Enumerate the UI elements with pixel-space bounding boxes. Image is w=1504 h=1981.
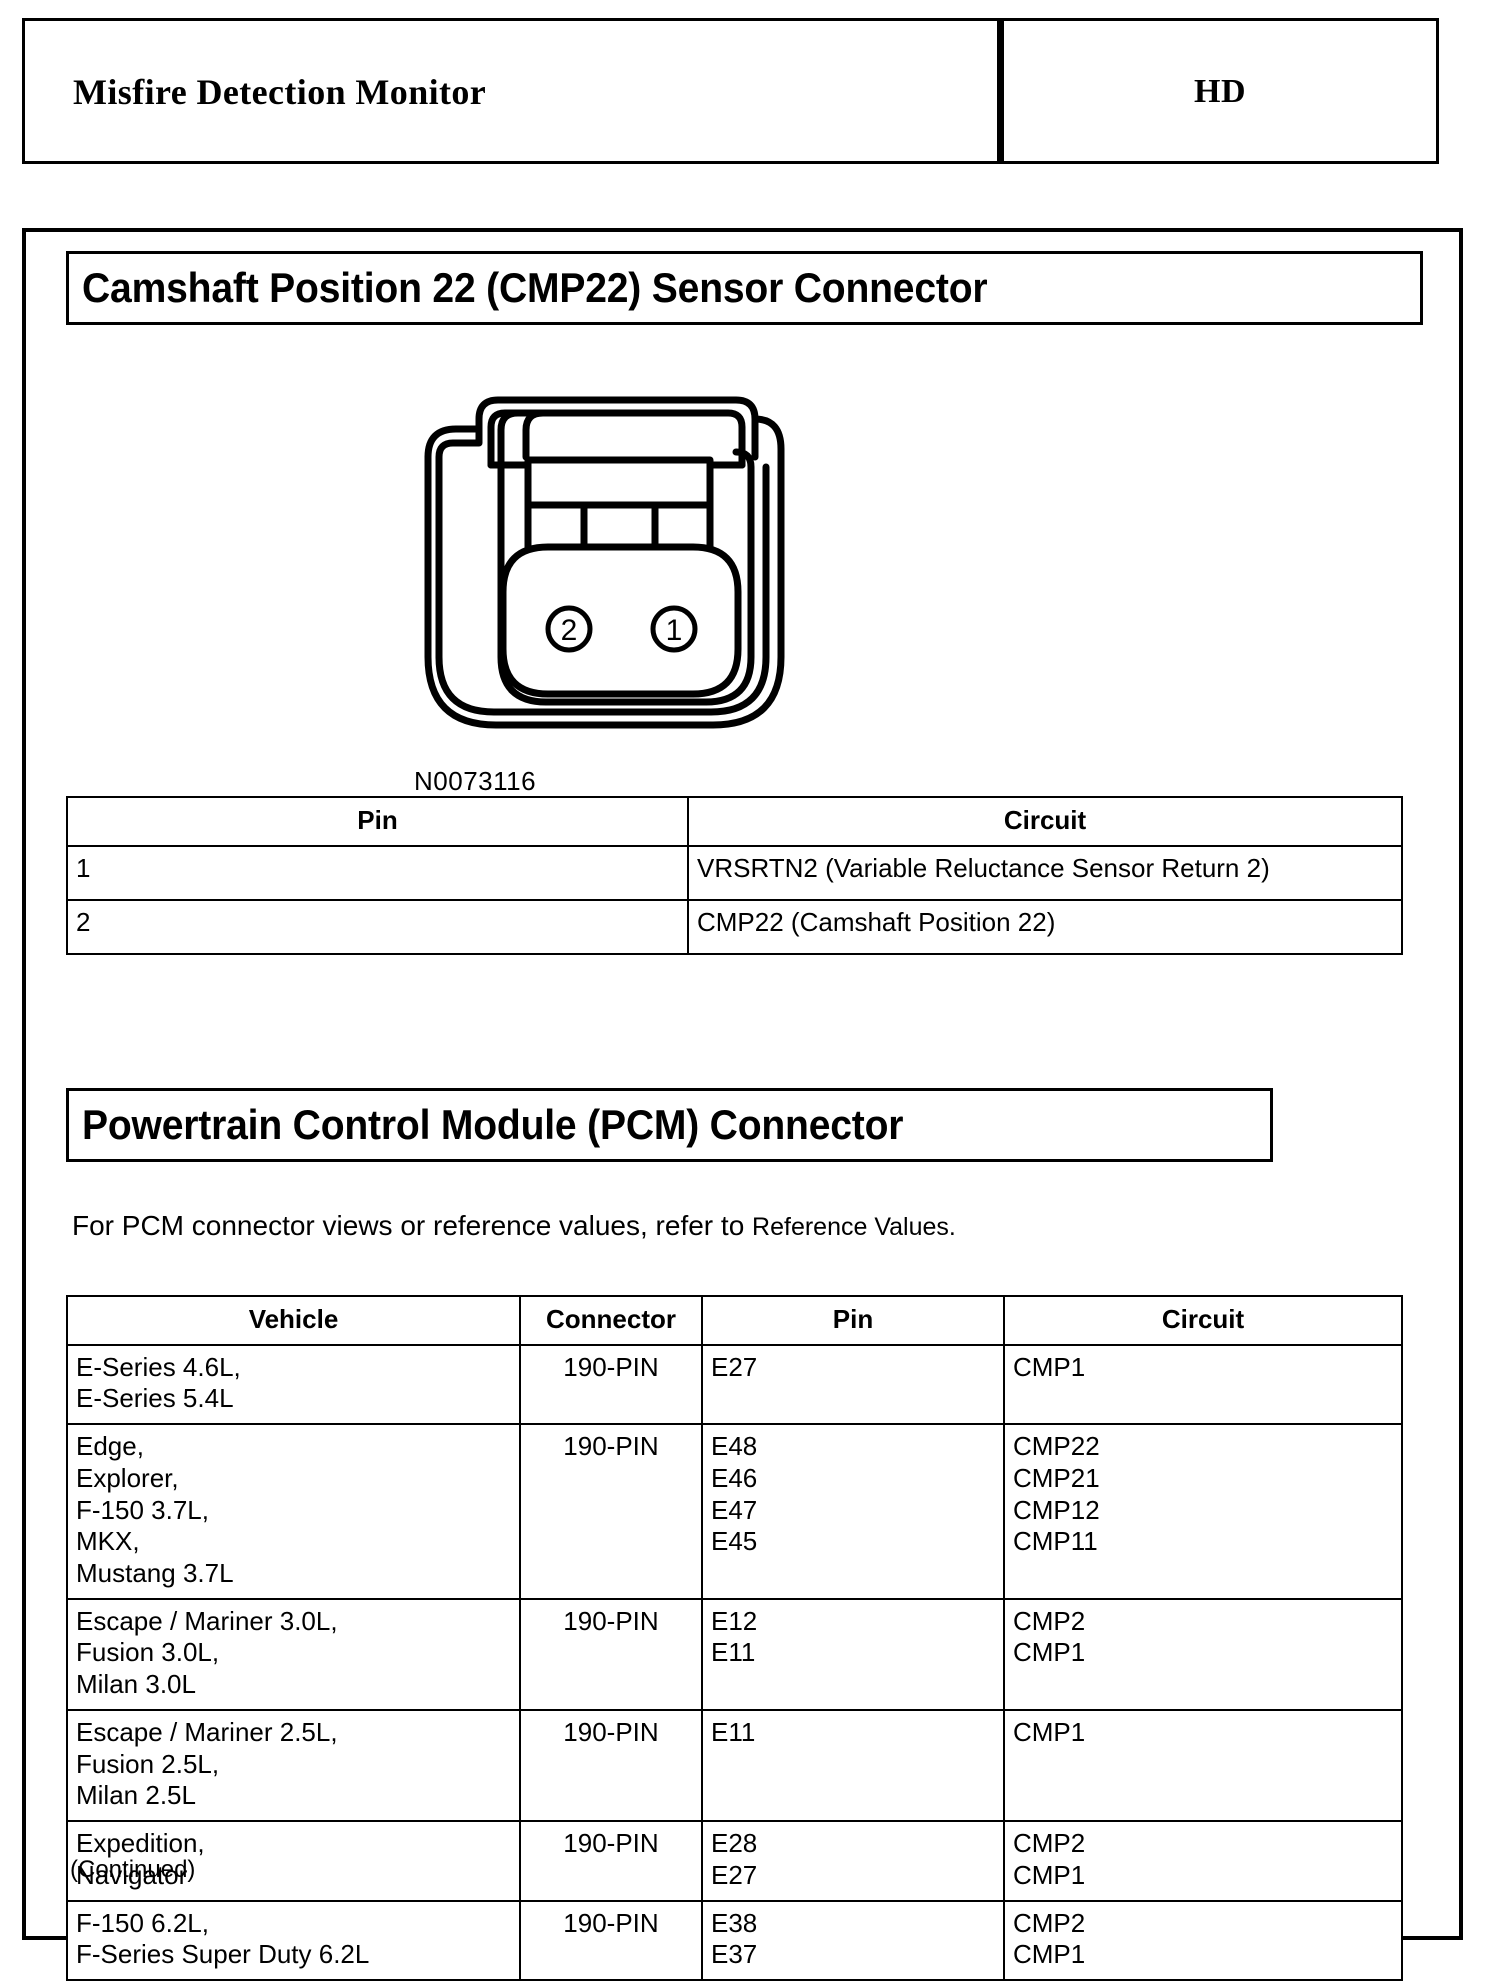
pin-2-label: 2 xyxy=(561,614,578,647)
pcm-intro-period: . xyxy=(948,1213,956,1241)
column-header-circuit: Circuit xyxy=(1003,1295,1403,1346)
pcm-intro-reference-link[interactable]: Reference Values xyxy=(752,1213,949,1241)
cell-pin: E27 xyxy=(701,1343,1005,1426)
column-header-pin: Pin xyxy=(66,796,689,847)
column-header-connector: Connector xyxy=(519,1295,703,1346)
header-title-box: Misfire Detection Monitor xyxy=(22,18,1000,164)
connector-illustration-svg: 2 1 xyxy=(424,396,785,729)
cell-circuit: VRSRTN2 (Variable Reluctance Sensor Retu… xyxy=(687,844,1403,901)
table-row: F-150 6.2L,F-Series Super Duty 6.2L 190-… xyxy=(66,1899,1403,1981)
column-header-pin: Pin xyxy=(701,1295,1005,1346)
table-row: Escape / Mariner 3.0L,Fusion 3.0L,Milan … xyxy=(66,1597,1403,1711)
section-heading-cmp22-label: Camshaft Position 22 (CMP22) Sensor Conn… xyxy=(82,264,988,311)
table-header-row: Vehicle Connector Pin Circuit xyxy=(66,1295,1403,1346)
cell-vehicle: E-Series 4.6L,E-Series 5.4L xyxy=(66,1343,521,1426)
cell-circuit: CMP1 xyxy=(1003,1708,1403,1823)
section-heading-pcm-label: Powertrain Control Module (PCM) Connecto… xyxy=(82,1101,904,1148)
cell-circuit: CMP1 xyxy=(1003,1343,1403,1426)
table-row: Edge,Explorer,F-150 3.7L,MKX,Mustang 3.7… xyxy=(66,1423,1403,1600)
pin-2-circle xyxy=(545,605,593,653)
cell-pin: E11 xyxy=(701,1708,1005,1823)
cell-pin: 1 xyxy=(66,844,689,901)
cell-vehicle: Edge,Explorer,F-150 3.7L,MKX,Mustang 3.7… xyxy=(66,1423,521,1600)
cmp22-connector-diagram: 2 1 xyxy=(406,357,846,757)
table-row: Escape / Mariner 2.5L,Fusion 2.5L,Milan … xyxy=(66,1708,1403,1823)
cell-circuit: CMP22 (Camshaft Position 22) xyxy=(687,898,1403,955)
pcm-intro-lead: For PCM connector views or reference val… xyxy=(72,1210,753,1241)
figure-part-number: N0073116 xyxy=(414,766,537,796)
cell-connector: 190-PIN xyxy=(519,1708,703,1823)
cell-connector: 190-PIN xyxy=(519,1899,703,1981)
table-header-row: Pin Circuit xyxy=(66,796,1403,847)
pin-1-label: 1 xyxy=(666,614,683,647)
pcm-connector-table: Vehicle Connector Pin Circuit E-Series 4… xyxy=(66,1295,1403,1981)
cmp22-pin-circuit-table: Pin Circuit 1 VRSRTN2 (Variable Reluctan… xyxy=(66,796,1403,955)
header-code-badge: HD xyxy=(1194,73,1246,110)
pin-1-circle xyxy=(650,605,698,653)
table-continued-note: (Continued) xyxy=(70,1856,196,1883)
column-header-vehicle: Vehicle xyxy=(66,1295,521,1346)
content-frame: Camshaft Position 22 (CMP22) Sensor Conn… xyxy=(22,228,1463,1981)
cell-pin: 2 xyxy=(66,898,689,955)
table-row: E-Series 4.6L,E-Series 5.4L 190-PIN E27 … xyxy=(66,1343,1403,1426)
cell-connector: 190-PIN xyxy=(519,1423,703,1600)
pcm-table-body: E-Series 4.6L,E-Series 5.4L 190-PIN E27 … xyxy=(66,1343,1403,1981)
pcm-intro-text: For PCM connector views or reference val… xyxy=(72,1210,956,1242)
cell-vehicle: F-150 6.2L,F-Series Super Duty 6.2L xyxy=(66,1899,521,1981)
section-heading-cmp22: Camshaft Position 22 (CMP22) Sensor Conn… xyxy=(66,251,1423,325)
cell-vehicle: Escape / Mariner 2.5L,Fusion 2.5L,Milan … xyxy=(66,1708,521,1823)
page-header: Misfire Detection Monitor HD xyxy=(22,18,1439,164)
page-title: Misfire Detection Monitor xyxy=(73,72,487,112)
cell-connector: 190-PIN xyxy=(519,1597,703,1711)
cell-connector: 190-PIN xyxy=(519,1820,703,1902)
table-row: 2 CMP22 (Camshaft Position 22) xyxy=(66,898,1403,955)
section-heading-pcm: Powertrain Control Module (PCM) Connecto… xyxy=(66,1088,1273,1162)
cell-vehicle: Escape / Mariner 3.0L,Fusion 3.0L,Milan … xyxy=(66,1597,521,1711)
cell-vehicle: Expedition,Navigator xyxy=(66,1820,521,1902)
cell-connector: 190-PIN xyxy=(519,1343,703,1426)
table-row: 1 VRSRTN2 (Variable Reluctance Sensor Re… xyxy=(66,844,1403,901)
column-header-circuit: Circuit xyxy=(687,796,1403,847)
header-code-box: HD xyxy=(1000,18,1439,164)
